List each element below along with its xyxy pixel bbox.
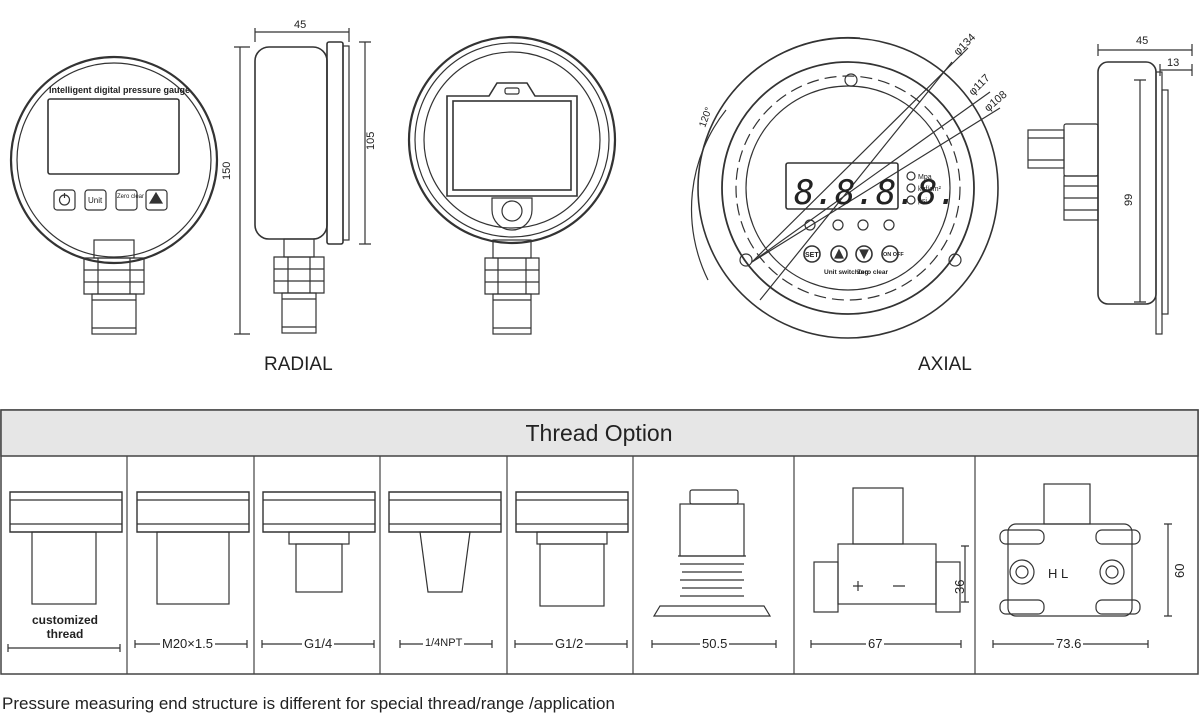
thread-option-4 xyxy=(388,491,502,648)
thread-label-8: 73.6 xyxy=(1054,636,1084,651)
side-view-gauge xyxy=(234,28,371,335)
back-view-gauge xyxy=(407,35,617,335)
dim-side-flange: 13 xyxy=(1167,57,1179,69)
footer-note: Pressure measuring end structure is diff… xyxy=(2,694,615,713)
thread-extra-7: 36 xyxy=(952,580,967,594)
right-side-view xyxy=(1027,44,1193,335)
thread-option-5 xyxy=(514,491,629,648)
axial-label: AXIAL xyxy=(918,354,972,375)
unit-psi: psi xyxy=(918,198,927,205)
front-title: Intelligent digital pressure gauge xyxy=(49,85,190,95)
thread-label-4: 1/4NPT xyxy=(423,637,465,649)
dim-depth-top: 45 xyxy=(294,19,306,31)
thread-option-6 xyxy=(651,489,777,648)
thread-option-8 xyxy=(992,483,1172,648)
dim-side-depth: 45 xyxy=(1136,35,1148,47)
thread-label-3: G1/4 xyxy=(302,636,335,651)
dim-dia-mid: φ117 xyxy=(967,72,993,98)
dim-side-height: 99 xyxy=(1123,194,1135,206)
unit-mpa: Mpa xyxy=(918,174,932,181)
thread-option-title: Thread Option xyxy=(525,420,673,446)
unit-kgf: kgf/cm² xyxy=(918,186,942,193)
btn-unit-switching: Unit switching xyxy=(824,269,868,276)
dim-dia-outer: φ134 xyxy=(952,32,979,59)
thread-label-2: M20×1.5 xyxy=(160,636,215,651)
thread-label-6: 50.5 xyxy=(700,636,730,651)
axial-view-gauge xyxy=(690,36,1001,339)
btn-on-off: ON OFF xyxy=(883,252,904,258)
front-view-gauge xyxy=(9,55,219,335)
thread-extra-8: 60 xyxy=(1172,564,1187,578)
axial-display: 8.8.8.8. xyxy=(794,173,958,213)
thread-label-5: G1/2 xyxy=(553,636,586,651)
front-btn-unit: Unit xyxy=(88,196,103,205)
thread-table xyxy=(0,409,1199,675)
dim-height-case: 105 xyxy=(365,132,377,150)
front-btn-zero: Zero clear xyxy=(117,194,144,200)
btn-zero-clear: Zero clear xyxy=(857,269,889,276)
thread-option-7 xyxy=(810,487,969,648)
dim-height-total: 150 xyxy=(221,162,233,180)
thread-label-1: customized thread xyxy=(18,613,112,641)
radial-label: RADIAL xyxy=(264,354,333,375)
thread-option-3 xyxy=(261,491,376,648)
thread-label-7: 67 xyxy=(866,636,885,651)
thread-option-2 xyxy=(134,491,250,648)
thread-option-1 xyxy=(7,491,123,652)
thread-hl: H L xyxy=(1048,566,1068,581)
btn-set: SET xyxy=(805,252,819,259)
